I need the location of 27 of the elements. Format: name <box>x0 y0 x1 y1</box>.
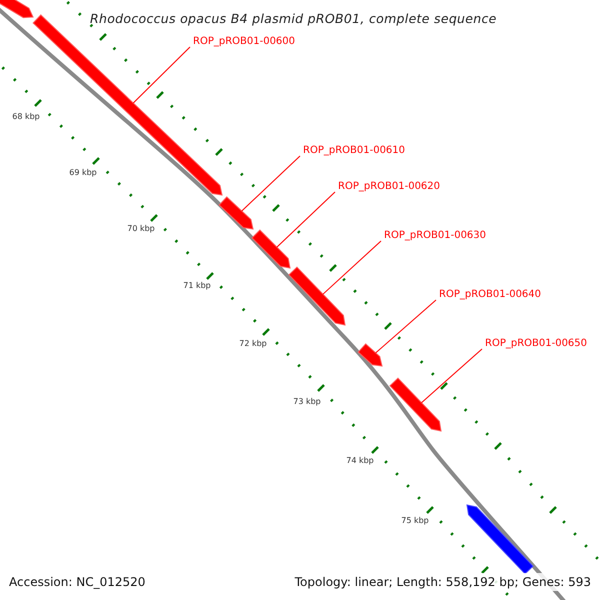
gene-label: ROP_pROB01-00620 <box>338 180 440 194</box>
leader-line <box>241 156 300 212</box>
summary-text: Topology: linear; Length: 558,192 bp; Genes: 593 <box>294 573 591 591</box>
scale-label: 68 kbp <box>12 112 40 122</box>
gene-feature-block <box>466 504 534 574</box>
scale-label: 71 kbp <box>183 281 211 291</box>
title: Rhodococcus opacus B4 plasmid pROB01, complete sequence <box>90 10 497 28</box>
gene-feature-block <box>251 229 291 269</box>
leader-line <box>276 192 336 248</box>
gene-label: ROP_pROB01-00610 <box>303 144 406 158</box>
leader-line <box>375 300 436 354</box>
gene-feature-block <box>218 196 254 230</box>
leader-line <box>322 240 382 295</box>
gene-feature-block <box>389 377 442 432</box>
gene-label: ROP_pROB01-00650 <box>485 337 588 351</box>
scale-label: 69 kbp <box>69 168 97 178</box>
gene-feature-block <box>358 343 383 367</box>
leader-line <box>420 348 482 404</box>
gene-feature-block <box>288 266 346 326</box>
gene-label: ROP_pROB01-00600 <box>193 35 296 49</box>
gene-label: ROP_pROB01-00630 <box>384 229 486 243</box>
scale-label: 75 kbp <box>401 516 429 526</box>
gene-label: ROP_pROB01-00640 <box>439 288 542 302</box>
accession-text: Accession: NC_012520 <box>9 574 146 591</box>
scale-label: 73 kbp <box>293 397 321 407</box>
leader-line <box>132 46 190 104</box>
gene-feature-block <box>0 0 34 18</box>
